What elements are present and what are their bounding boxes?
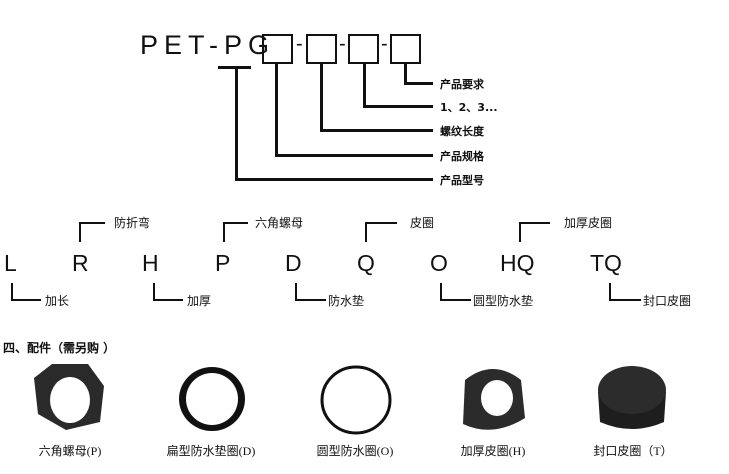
sealing-grommet-image (598, 366, 666, 429)
caption-o-ring: 圆型防水圈(O) (316, 444, 394, 458)
caption-sealing-grommet: 封口皮圈（T） (593, 444, 673, 458)
separator: - (381, 33, 388, 55)
label-P: 六角螺母 (255, 216, 304, 230)
connector (609, 283, 611, 301)
connector (440, 299, 471, 301)
flat-washer-image (179, 367, 245, 431)
connector (609, 299, 641, 301)
model-prefix: PET-PG (140, 30, 276, 60)
label-requirement: 产品要求 (440, 78, 484, 91)
separator: - (296, 33, 303, 55)
code-box-thread (306, 34, 337, 64)
code-box-spec (262, 34, 293, 64)
label-TQ: 封口皮圈 (643, 294, 692, 308)
code-box-number (348, 34, 379, 64)
connector (223, 222, 225, 242)
suffix-D: D (285, 250, 302, 276)
connector (153, 299, 183, 301)
suffix-L: L (4, 250, 17, 276)
connector (11, 299, 41, 301)
connector (404, 82, 433, 85)
connector (235, 178, 433, 181)
label-D: 防水垫 (328, 294, 365, 308)
connector (275, 154, 433, 157)
label-O: 圆型防水垫 (473, 294, 534, 308)
suffix-Q: Q (357, 250, 375, 276)
connector (223, 222, 248, 224)
connector (365, 222, 397, 224)
connector (11, 283, 13, 301)
o-ring-image (320, 365, 392, 435)
label-Q: 皮圈 (410, 216, 435, 230)
connector (79, 222, 81, 242)
connector (320, 129, 433, 132)
label-spec: 产品规格 (440, 150, 484, 163)
suffix-HQ: HQ (500, 250, 535, 276)
code-box-requirement (390, 34, 421, 64)
connector (79, 222, 105, 224)
connector (363, 64, 366, 108)
thick-grommet-image (463, 369, 525, 430)
connector (295, 283, 297, 301)
connector (519, 222, 550, 224)
label-H: 加厚 (187, 294, 212, 308)
connector (363, 105, 433, 108)
suffix-R: R (72, 250, 89, 276)
connector (235, 66, 238, 181)
label-thread-length: 螺纹长度 (440, 125, 484, 138)
label-R: 防折弯 (114, 216, 151, 230)
connector (519, 222, 521, 242)
connector (295, 299, 326, 301)
accessories-heading: 四、配件（需另购 ） (3, 341, 116, 355)
label-number: 1、2、3... (440, 101, 498, 114)
connector (404, 64, 407, 85)
suffix-O: O (430, 250, 448, 276)
separator: - (339, 33, 346, 55)
label-L: 加长 (45, 294, 70, 308)
caption-hex-nut: 六角螺母(P) (38, 444, 102, 458)
label-model: 产品型号 (440, 174, 484, 187)
connector (153, 283, 155, 301)
suffix-TQ: TQ (590, 250, 622, 276)
connector (320, 64, 323, 132)
caption-flat-washer: 扁型防水垫圈(D) (166, 444, 256, 458)
connector (275, 64, 278, 157)
hex-nut-image (34, 364, 104, 430)
suffix-P: P (215, 250, 231, 276)
connector (440, 283, 442, 301)
connector (365, 222, 367, 242)
label-HQ: 加厚皮圈 (564, 216, 613, 230)
underline-pg (218, 66, 251, 69)
suffix-H: H (142, 250, 159, 276)
caption-thick-grommet: 加厚皮圈(H) (460, 444, 526, 458)
